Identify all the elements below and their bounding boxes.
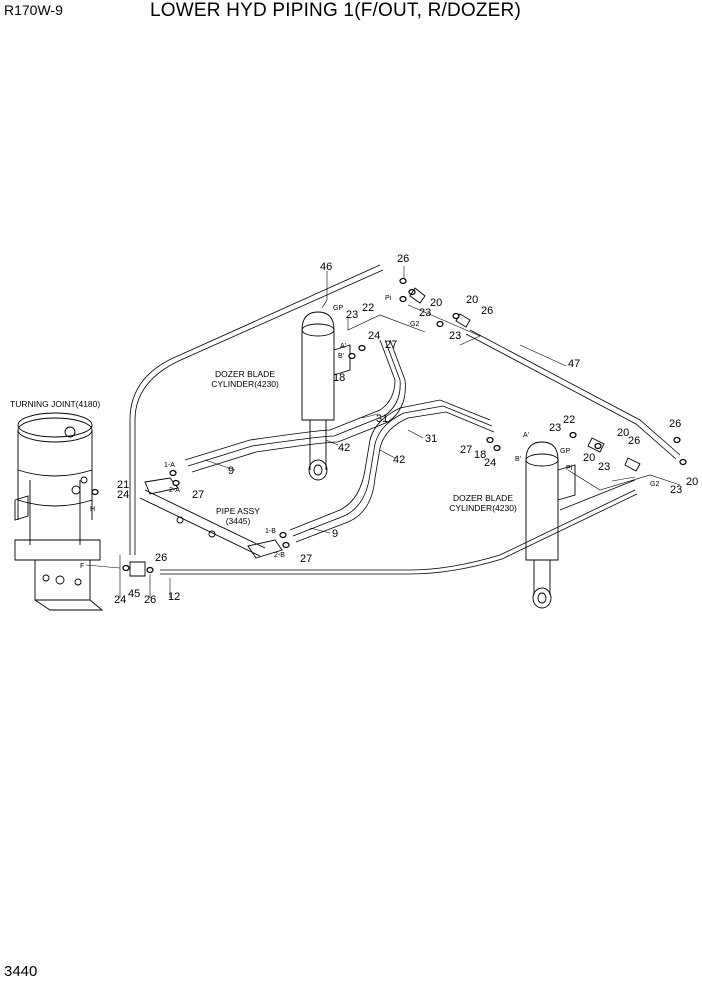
part-9-a: 9	[228, 465, 234, 477]
part-20-e: 20	[686, 476, 698, 488]
port-b-right: B'	[515, 456, 521, 463]
port-gp-right: GP	[560, 448, 570, 455]
part-23-c: 23	[449, 330, 461, 342]
port-b-left: B'	[338, 353, 344, 360]
caption-dozer-right-1: DOZER BLADE	[453, 493, 513, 503]
port-g2-right: G2	[650, 481, 659, 488]
part-24-a: 24	[368, 330, 380, 342]
port-1a: 1-A	[164, 462, 175, 469]
caption-turning-joint: TURNING JOINT(4180)	[10, 399, 100, 409]
port-g2-left: G2	[410, 321, 419, 328]
part-24-c: 24	[114, 594, 126, 606]
port-pi-right: Pi	[566, 465, 573, 472]
page-number: 3440	[4, 963, 38, 980]
part-42-a: 42	[338, 442, 350, 454]
captions: TURNING JOINT(4180) DOZER BLADE CYLINDER…	[10, 369, 517, 526]
caption-pipe-assy-2: (3445)	[226, 516, 251, 526]
part-22-b: 22	[563, 414, 575, 426]
part-20-b: 20	[466, 294, 478, 306]
part-24-b: 24	[117, 489, 129, 501]
pipe-assy-drawing	[139, 477, 283, 559]
part-20-a: 20	[430, 297, 442, 309]
part-26-e: 26	[628, 435, 640, 447]
part-18-a: 18	[333, 372, 345, 384]
part-24-d: 24	[484, 457, 496, 469]
part-number-labels: 46 26 22 23 20 23 20 26 23 24 27 18 47 3…	[114, 253, 698, 606]
part-21: 21	[117, 479, 129, 491]
part-42-b: 42	[393, 454, 405, 466]
page-title: LOWER HYD PIPING 1(F/OUT, R/DOZER)	[150, 0, 521, 21]
turning-joint-drawing	[14, 412, 104, 611]
port-a-left: A'	[340, 343, 346, 350]
part-23-e: 23	[598, 461, 610, 473]
port-a-right: A'	[523, 432, 529, 439]
part-26-b: 26	[481, 305, 493, 317]
part-23-a: 23	[346, 309, 358, 321]
caption-dozer-left-1: DOZER BLADE	[215, 369, 275, 379]
port-gp-left: GP	[333, 305, 343, 312]
part-20-c: 20	[617, 427, 629, 439]
part-27-d: 27	[460, 444, 472, 456]
part-27-a: 27	[385, 339, 397, 351]
model-code: R170W-9	[4, 2, 63, 18]
port-2a: 2-A	[169, 487, 180, 494]
caption-pipe-assy-1: PIPE ASSY	[216, 506, 260, 516]
part-26-f: 26	[669, 418, 681, 430]
part-45: 45	[128, 588, 140, 600]
part-46: 46	[320, 261, 332, 273]
leader-lines	[85, 266, 681, 598]
part-12: 12	[168, 591, 180, 603]
port-labels: GP Pi G2 A' B' A' B' GP Pi G2 F H 1-A 2-…	[80, 295, 659, 570]
part-31-a: 31	[376, 413, 388, 425]
part-20-d: 20	[583, 452, 595, 464]
part-47: 47	[568, 358, 580, 370]
part-9-b: 9	[332, 528, 338, 540]
part-27-c: 27	[300, 553, 312, 565]
port-f: F	[80, 563, 84, 570]
part-31-b: 31	[425, 433, 437, 445]
part-26-a: 26	[397, 253, 409, 265]
part-27-b: 27	[192, 489, 204, 501]
part-23-f: 23	[670, 484, 682, 496]
part-23-d: 23	[549, 422, 561, 434]
port-h: H	[90, 506, 95, 513]
hoses	[129, 264, 681, 575]
port-2b: 2-B	[274, 552, 285, 559]
part-26-c: 26	[155, 552, 167, 564]
port-1b: 1-B	[265, 528, 276, 535]
part-22-a: 22	[362, 302, 374, 314]
part-23-b: 23	[419, 307, 431, 319]
dozer-cylinder-left	[301, 311, 351, 481]
caption-dozer-right-2: CYLINDER(4230)	[449, 503, 517, 513]
fittings	[91, 277, 687, 577]
part-26-d: 26	[144, 594, 156, 606]
port-pi-left: Pi	[385, 295, 392, 302]
dozer-cylinder-right	[525, 441, 576, 609]
caption-dozer-left-2: CYLINDER(4230)	[211, 379, 279, 389]
part-18-b: 18	[474, 449, 486, 461]
